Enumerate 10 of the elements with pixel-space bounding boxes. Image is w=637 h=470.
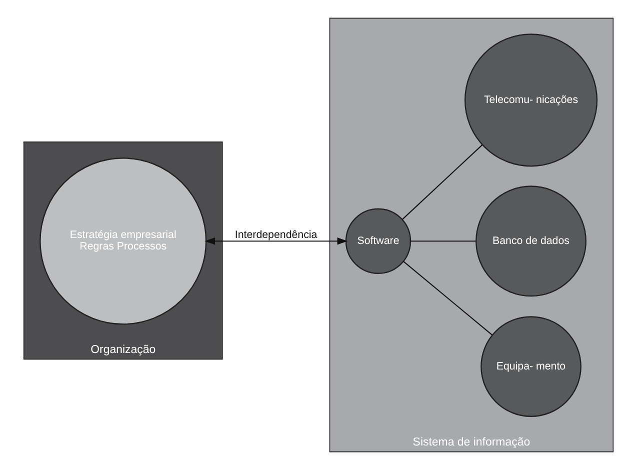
node-circle: Software (345, 208, 412, 274)
node-circle: Estratégia empresarial Regras Processos (40, 158, 207, 325)
node-circle: Telecomu- nicações (464, 34, 598, 167)
connector (402, 144, 483, 220)
node-circle: Equipa- mento (480, 316, 582, 417)
node-circle: Banco de dados (476, 186, 586, 297)
connector (410, 240, 476, 242)
connector (403, 260, 493, 336)
edge-label: Interdependência (234, 229, 318, 242)
arrow (204, 238, 348, 245)
